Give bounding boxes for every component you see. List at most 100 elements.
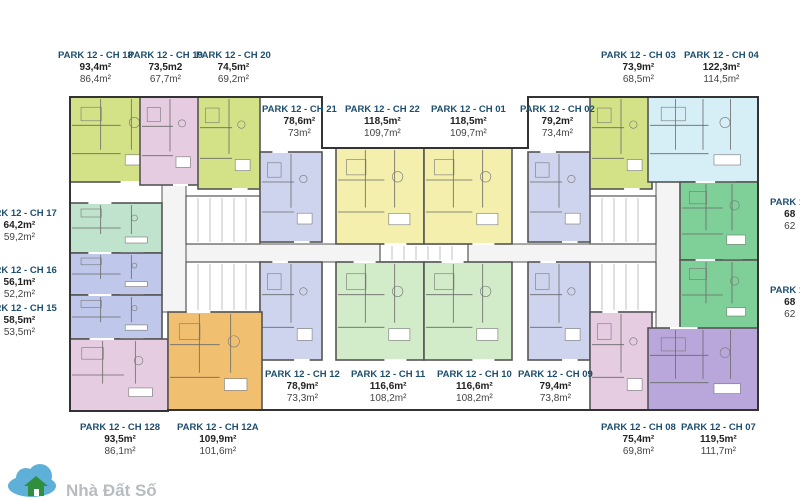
core-1 <box>185 261 261 313</box>
house-icon <box>24 476 48 496</box>
unit-area1: 122,3m² <box>702 62 741 73</box>
unit-area2: 108,2m² <box>456 393 493 404</box>
bed-icon <box>689 268 707 280</box>
unit-area2: 101,6m² <box>199 446 237 457</box>
bed-icon <box>535 273 550 290</box>
sofa-icon <box>296 328 313 341</box>
bed-icon <box>689 191 707 205</box>
sofa-icon <box>224 378 248 391</box>
table-icon <box>131 262 138 269</box>
unit-area2: 86,4m² <box>79 74 111 85</box>
unit-area1: 119,5m² <box>700 434 737 445</box>
table-icon <box>131 305 138 312</box>
sofa-icon <box>388 212 411 226</box>
unit-area1: 79,2m² <box>541 116 574 127</box>
unit-code: PARK 12 - CH 04 <box>684 50 759 61</box>
unit-area1: 116,6m² <box>369 381 407 392</box>
unit-area2: 69,2m² <box>217 74 249 85</box>
unit-code: PARK 12 - CH 09 <box>518 369 593 380</box>
bed-icon <box>205 107 220 124</box>
unit-code: PARK 12 <box>770 197 800 208</box>
unit-code: PARK 12 - CH 02 <box>520 104 595 115</box>
table-icon <box>719 117 731 128</box>
bed-icon <box>80 208 102 218</box>
sofa-icon <box>564 328 581 341</box>
bed-icon <box>267 162 282 178</box>
sofa-icon <box>564 212 581 225</box>
unit-code: PARK 12 - CH 03 <box>601 50 676 61</box>
bed-icon <box>81 347 104 360</box>
core-3 <box>589 261 657 313</box>
table-icon <box>719 347 731 358</box>
table-icon <box>131 214 138 222</box>
bed-icon <box>597 323 612 340</box>
unit-code: PARK 12 - CH 128 <box>80 422 161 433</box>
sofa-icon <box>128 387 153 397</box>
sofa-icon <box>175 156 191 168</box>
unit-area2: 109,7m² <box>364 128 401 139</box>
logo-text: Nhà Đất Số <box>66 481 157 500</box>
bed-icon <box>80 299 102 308</box>
table-icon <box>178 119 186 128</box>
unit-area2: 108,2m² <box>369 393 407 404</box>
building-outline <box>69 96 759 412</box>
bed-icon <box>178 323 201 340</box>
unit-code: PARK 12 - CH 15 <box>0 303 57 314</box>
table-icon <box>480 171 492 183</box>
unit-area2: 86,1m² <box>104 446 136 457</box>
unit-area2: 62 <box>784 309 796 320</box>
unit-area2: 73m² <box>288 128 311 139</box>
sofa-icon <box>124 281 148 287</box>
sofa-icon <box>296 212 313 225</box>
unit-area1: 73,9m² <box>622 62 655 73</box>
bed-icon <box>267 273 282 290</box>
unit-code: PARK 12 - CH 08 <box>601 422 676 433</box>
unit-code: PARK 12 - CH 19 <box>128 50 203 61</box>
table-icon <box>133 355 144 366</box>
unit-code: PARK 12 - CH 21 <box>262 104 337 115</box>
unit-ch10 <box>423 261 513 361</box>
sofa-icon <box>726 234 746 245</box>
unit-area1: 93,5m² <box>104 434 136 445</box>
bed-icon <box>434 273 455 290</box>
table-icon <box>299 174 308 184</box>
unit-code: PARK 12 - CH 07 <box>681 422 756 433</box>
table-icon <box>392 285 404 297</box>
bed-icon <box>597 107 612 124</box>
unit-area2: 69,8m² <box>622 446 654 457</box>
sofa-icon <box>626 378 643 391</box>
table-icon <box>629 120 638 129</box>
bed-icon <box>535 162 550 178</box>
bed-icon <box>146 107 161 122</box>
unit-code: PARK 12 - CH 10 <box>437 369 512 380</box>
unit-area2: 62 <box>784 221 796 232</box>
unit-ch05 <box>679 181 759 261</box>
sofa-icon <box>234 159 251 171</box>
unit-area1: 74,5m² <box>217 62 250 73</box>
unit-area1: 116,6m² <box>456 381 493 392</box>
unit-area2: 114,5m² <box>703 74 740 85</box>
unit-code: PARK 12 - CH 01 <box>431 104 506 115</box>
unit-area1: 68 <box>784 209 796 220</box>
sofa-icon <box>713 383 741 394</box>
unit-area2: 73,8m² <box>539 393 571 404</box>
corridor-left <box>161 181 187 313</box>
unit-area1: 58,5m² <box>3 315 36 326</box>
table-icon <box>237 120 246 129</box>
unit-area2: 67,7m² <box>149 74 181 85</box>
core-0 <box>185 195 261 245</box>
bed-icon <box>434 159 455 176</box>
unit-area1: 64,2m² <box>3 220 36 231</box>
